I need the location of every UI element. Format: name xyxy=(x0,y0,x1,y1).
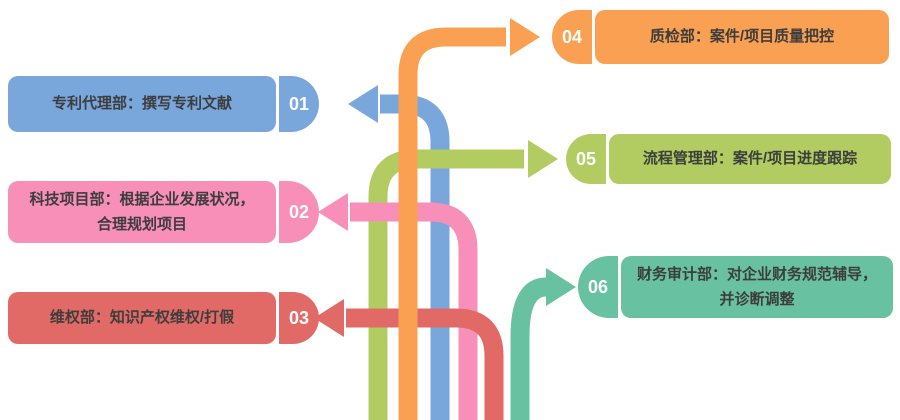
arrow-to-dept-02 xyxy=(318,193,478,420)
dept-card-text: 合理规划项目 xyxy=(96,216,187,233)
dept-card-body: 质检部：案件/项目质量把控 xyxy=(595,10,889,64)
dept-card-04: 04 质检部：案件/项目质量把控 xyxy=(552,10,889,64)
arrowhead-icon xyxy=(348,85,378,123)
dept-number-badge: 06 xyxy=(578,256,618,318)
dept-number: 02 xyxy=(288,201,310,222)
dept-card-06: 06 财务审计部：对企业财务规范辅导， 并诊断调整 xyxy=(578,256,893,318)
dept-number: 04 xyxy=(561,26,583,47)
dept-card-body: 流程管理部：案件/项目进度跟踪 xyxy=(609,134,891,184)
dept-card-text: 并诊断调整 xyxy=(719,291,795,308)
dept-card-05: 05 流程管理部：案件/项目进度跟踪 xyxy=(566,134,891,184)
arrow-to-dept-01 xyxy=(348,85,450,420)
dept-card-text: 财务审计部：对企业财务规范辅导， xyxy=(636,265,877,283)
dept-card-01: 专利代理部：撰写专利文献 01 xyxy=(8,76,319,132)
dept-card-body: 科技项目部：根据企业发展状况， 合理规划项目 xyxy=(8,181,276,243)
arrow-to-dept-06 xyxy=(510,268,576,420)
dept-card-03: 维权部：知识产权维权/打假 03 xyxy=(8,292,319,344)
dept-card-text: 科技项目部：根据企业发展状况， xyxy=(29,190,255,208)
dept-card-text: 流程管理部：案件/项目进度跟踪 xyxy=(642,150,858,168)
dept-card-02: 科技项目部：根据企业发展状况， 合理规划项目 02 xyxy=(8,181,319,243)
dept-number: 01 xyxy=(288,93,310,114)
dept-card-text: 维权部：知识产权维权/打假 xyxy=(49,309,235,327)
dept-card-body: 维权部：知识产权维权/打假 xyxy=(8,292,276,344)
dept-number: 06 xyxy=(587,276,609,297)
dept-number-badge: 05 xyxy=(566,134,606,184)
dept-card-text: 专利代理部：撰写专利文献 xyxy=(51,95,232,113)
dept-card-text: 质检部：案件/项目质量把控 xyxy=(649,28,835,46)
dept-number: 05 xyxy=(575,148,597,169)
arrowhead-icon xyxy=(318,193,348,231)
dept-card-body: 财务审计部：对企业财务规范辅导， 并诊断调整 xyxy=(621,256,893,318)
arrowhead-icon xyxy=(546,268,576,306)
dept-number: 03 xyxy=(288,307,310,328)
arrow-to-dept-05 xyxy=(368,140,558,420)
arrowhead-icon xyxy=(528,140,558,178)
dept-card-body: 专利代理部：撰写专利文献 xyxy=(8,76,276,132)
dept-number-badge: 04 xyxy=(552,10,592,64)
arrow-to-dept-04 xyxy=(398,18,540,420)
arrowhead-icon xyxy=(510,18,540,56)
dept-number-badge: 02 xyxy=(279,181,319,243)
dept-number-badge: 03 xyxy=(279,292,319,344)
dept-number-badge: 01 xyxy=(279,76,319,132)
arrow-to-dept-03 xyxy=(314,299,504,420)
